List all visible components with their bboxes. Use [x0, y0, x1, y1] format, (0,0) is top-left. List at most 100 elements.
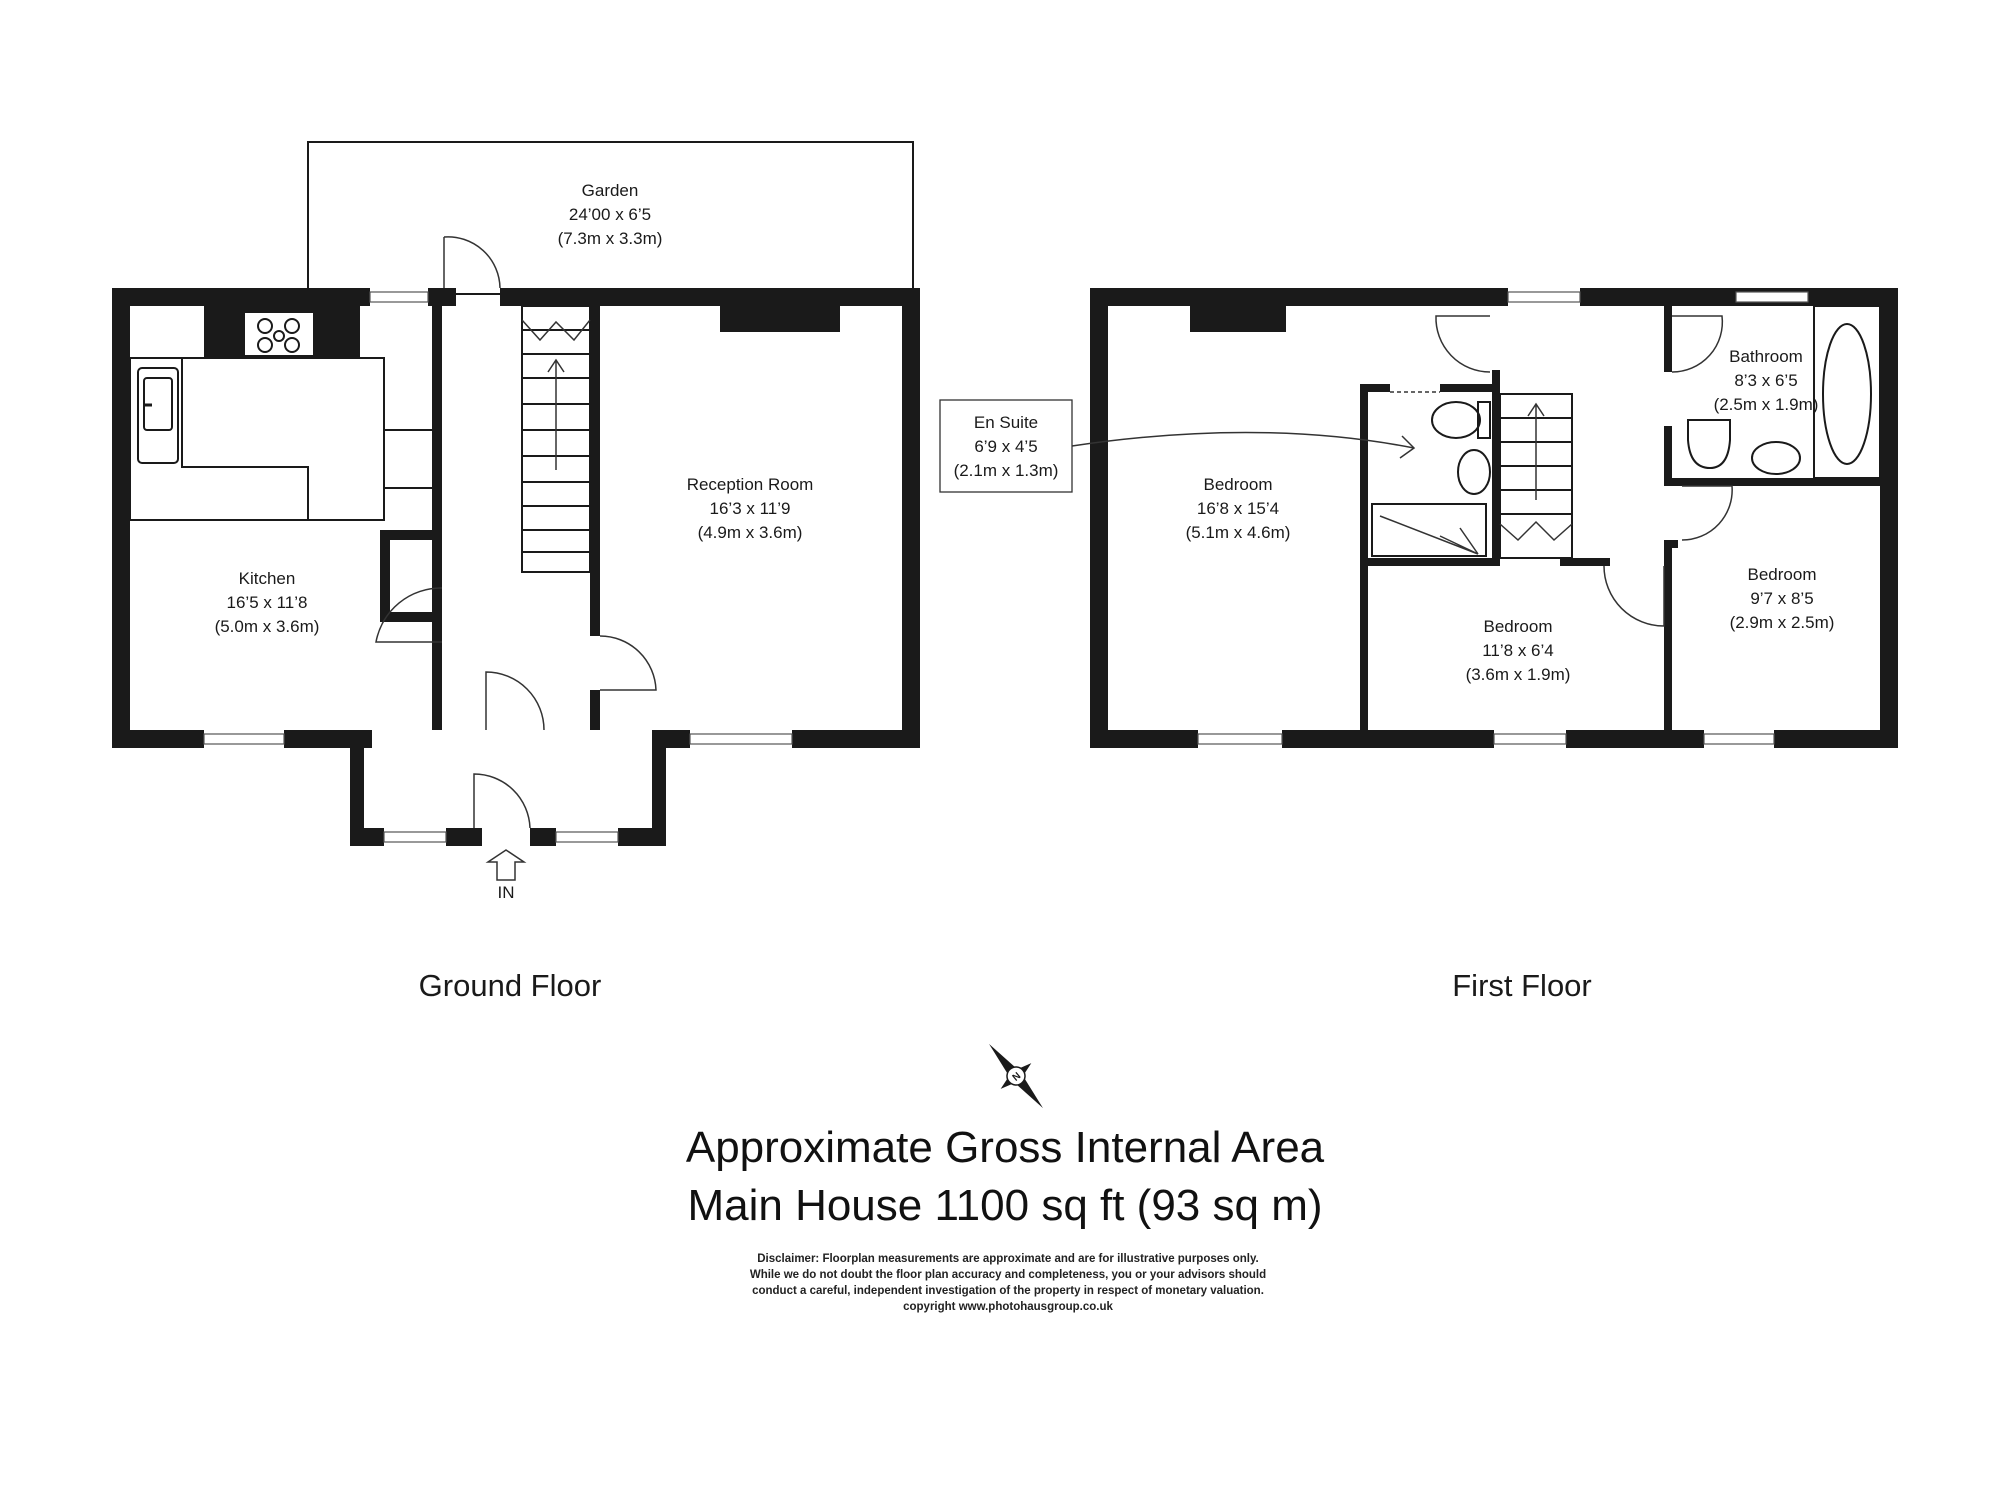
window	[203, 733, 285, 745]
ground-floor-plan: IN	[112, 141, 920, 902]
wall	[1880, 288, 1898, 748]
wall	[1492, 370, 1500, 566]
wall	[530, 828, 556, 846]
bedroom2-imperial: 11’8 x 6’4	[1482, 641, 1554, 660]
door	[1435, 315, 1491, 373]
bathroom-name: Bathroom	[1729, 347, 1803, 366]
wall	[446, 828, 482, 846]
bedroom2-label: Bedroom 11’8 x 6’4 (3.6m x 1.9m)	[1466, 617, 1571, 684]
door	[1681, 485, 1733, 541]
garden-metric: (7.3m x 3.3m)	[558, 229, 663, 248]
wall	[792, 730, 920, 748]
kitchen-label: Kitchen 16’5 x 11’8 (5.0m x 3.6m)	[215, 569, 320, 636]
window	[1507, 291, 1581, 303]
bath	[1813, 305, 1881, 479]
wall	[902, 288, 920, 748]
wall	[500, 288, 920, 306]
bathroom-label: Bathroom 8’3 x 6’5 (2.5m x 1.9m)	[1714, 347, 1819, 414]
wall	[1774, 730, 1898, 748]
ensuite-metric: (2.1m x 1.3m)	[954, 461, 1059, 480]
wall	[590, 306, 600, 636]
garden-label: Garden 24’00 x 6’5 (7.3m x 3.3m)	[558, 181, 663, 248]
bathroom-imperial: 8’3 x 6’5	[1734, 371, 1797, 390]
bedroom1-name: Bedroom	[1204, 475, 1273, 494]
door	[1603, 565, 1665, 627]
bedroom2-name: Bedroom	[1484, 617, 1553, 636]
window	[369, 291, 429, 303]
window	[1493, 733, 1567, 745]
disclaimer-line: conduct a careful, independent investiga…	[752, 1285, 1264, 1297]
reception-imperial: 16’3 x 11’9	[710, 499, 791, 518]
wall	[1360, 384, 1390, 392]
wall	[1090, 730, 1198, 748]
wall	[1664, 478, 1880, 486]
disclaimer-line: Disclaimer: Floorplan measurements are a…	[757, 1253, 1258, 1265]
front-door	[473, 773, 531, 829]
window	[555, 831, 619, 843]
first-floor-label: First Floor	[1452, 968, 1592, 1003]
wall	[350, 730, 364, 846]
wall	[350, 828, 384, 846]
wall	[1566, 730, 1704, 748]
compass-icon: N	[989, 1043, 1043, 1109]
wall	[1808, 288, 1898, 306]
reception-metric: (4.9m x 3.6m)	[698, 523, 803, 542]
door	[443, 236, 501, 289]
wall	[1664, 306, 1672, 372]
toilet	[1431, 401, 1481, 439]
reception-label: Reception Room 16’3 x 11’9 (4.9m x 3.6m)	[687, 475, 814, 542]
wall	[618, 828, 666, 846]
stairs	[521, 305, 591, 573]
bedroom1-imperial: 16’8 x 15’4	[1197, 499, 1279, 518]
bathroom-metric: (2.5m x 1.9m)	[1714, 395, 1819, 414]
wall	[1282, 730, 1494, 748]
disclaimer-line: While we do not doubt the floor plan acc…	[750, 1269, 1266, 1281]
shower-tray	[1371, 503, 1487, 557]
bedroom3-label: Bedroom 9’7 x 8’5 (2.9m x 2.5m)	[1730, 565, 1835, 632]
ground-floor-label: Ground Floor	[419, 968, 602, 1003]
window	[1735, 291, 1809, 303]
basin	[1457, 449, 1491, 495]
copyright-line: copyright www.photohausgroup.co.uk	[903, 1301, 1113, 1313]
area-line1: Approximate Gross Internal Area	[686, 1123, 1325, 1172]
door	[1671, 315, 1724, 373]
wall	[380, 530, 390, 620]
bedroom1-label: Bedroom 16’8 x 15’4 (5.1m x 4.6m)	[1186, 475, 1291, 542]
entrance-arrow-icon	[485, 849, 527, 881]
entrance-label: IN	[498, 883, 515, 902]
wall	[112, 730, 204, 748]
wall	[1360, 558, 1500, 566]
fireplace	[1190, 306, 1286, 332]
wall	[380, 530, 432, 540]
wall	[1440, 384, 1500, 392]
shelving	[384, 429, 432, 489]
wall	[1090, 288, 1508, 306]
wall	[652, 730, 666, 846]
reception-name: Reception Room	[687, 475, 814, 494]
sink	[137, 367, 179, 464]
wall	[1664, 426, 1672, 486]
kitchen-metric: (5.0m x 3.6m)	[215, 617, 320, 636]
basin	[1751, 441, 1801, 475]
window	[383, 831, 447, 843]
hob-burners	[257, 318, 300, 353]
window	[1197, 733, 1283, 745]
door	[375, 587, 443, 643]
bedroom3-imperial: 9’7 x 8’5	[1750, 589, 1813, 608]
bedroom3-name: Bedroom	[1748, 565, 1817, 584]
bedroom2-metric: (3.6m x 1.9m)	[1466, 665, 1571, 684]
wall	[432, 288, 442, 730]
wall	[1560, 558, 1610, 566]
garden-name: Garden	[582, 181, 639, 200]
wall	[1664, 540, 1672, 738]
first-floor-plan	[1090, 288, 1898, 748]
callout-arrow	[1071, 431, 1415, 449]
toilet	[1687, 419, 1731, 470]
stairs	[1499, 393, 1573, 559]
wall	[432, 700, 442, 730]
area-line2: Main House 1100 sq ft (93 sq m)	[687, 1181, 1322, 1230]
garden-imperial: 24’00 x 6’5	[569, 205, 651, 224]
kitchen-name: Kitchen	[239, 569, 296, 588]
wall	[1664, 540, 1678, 548]
hob	[243, 311, 315, 357]
